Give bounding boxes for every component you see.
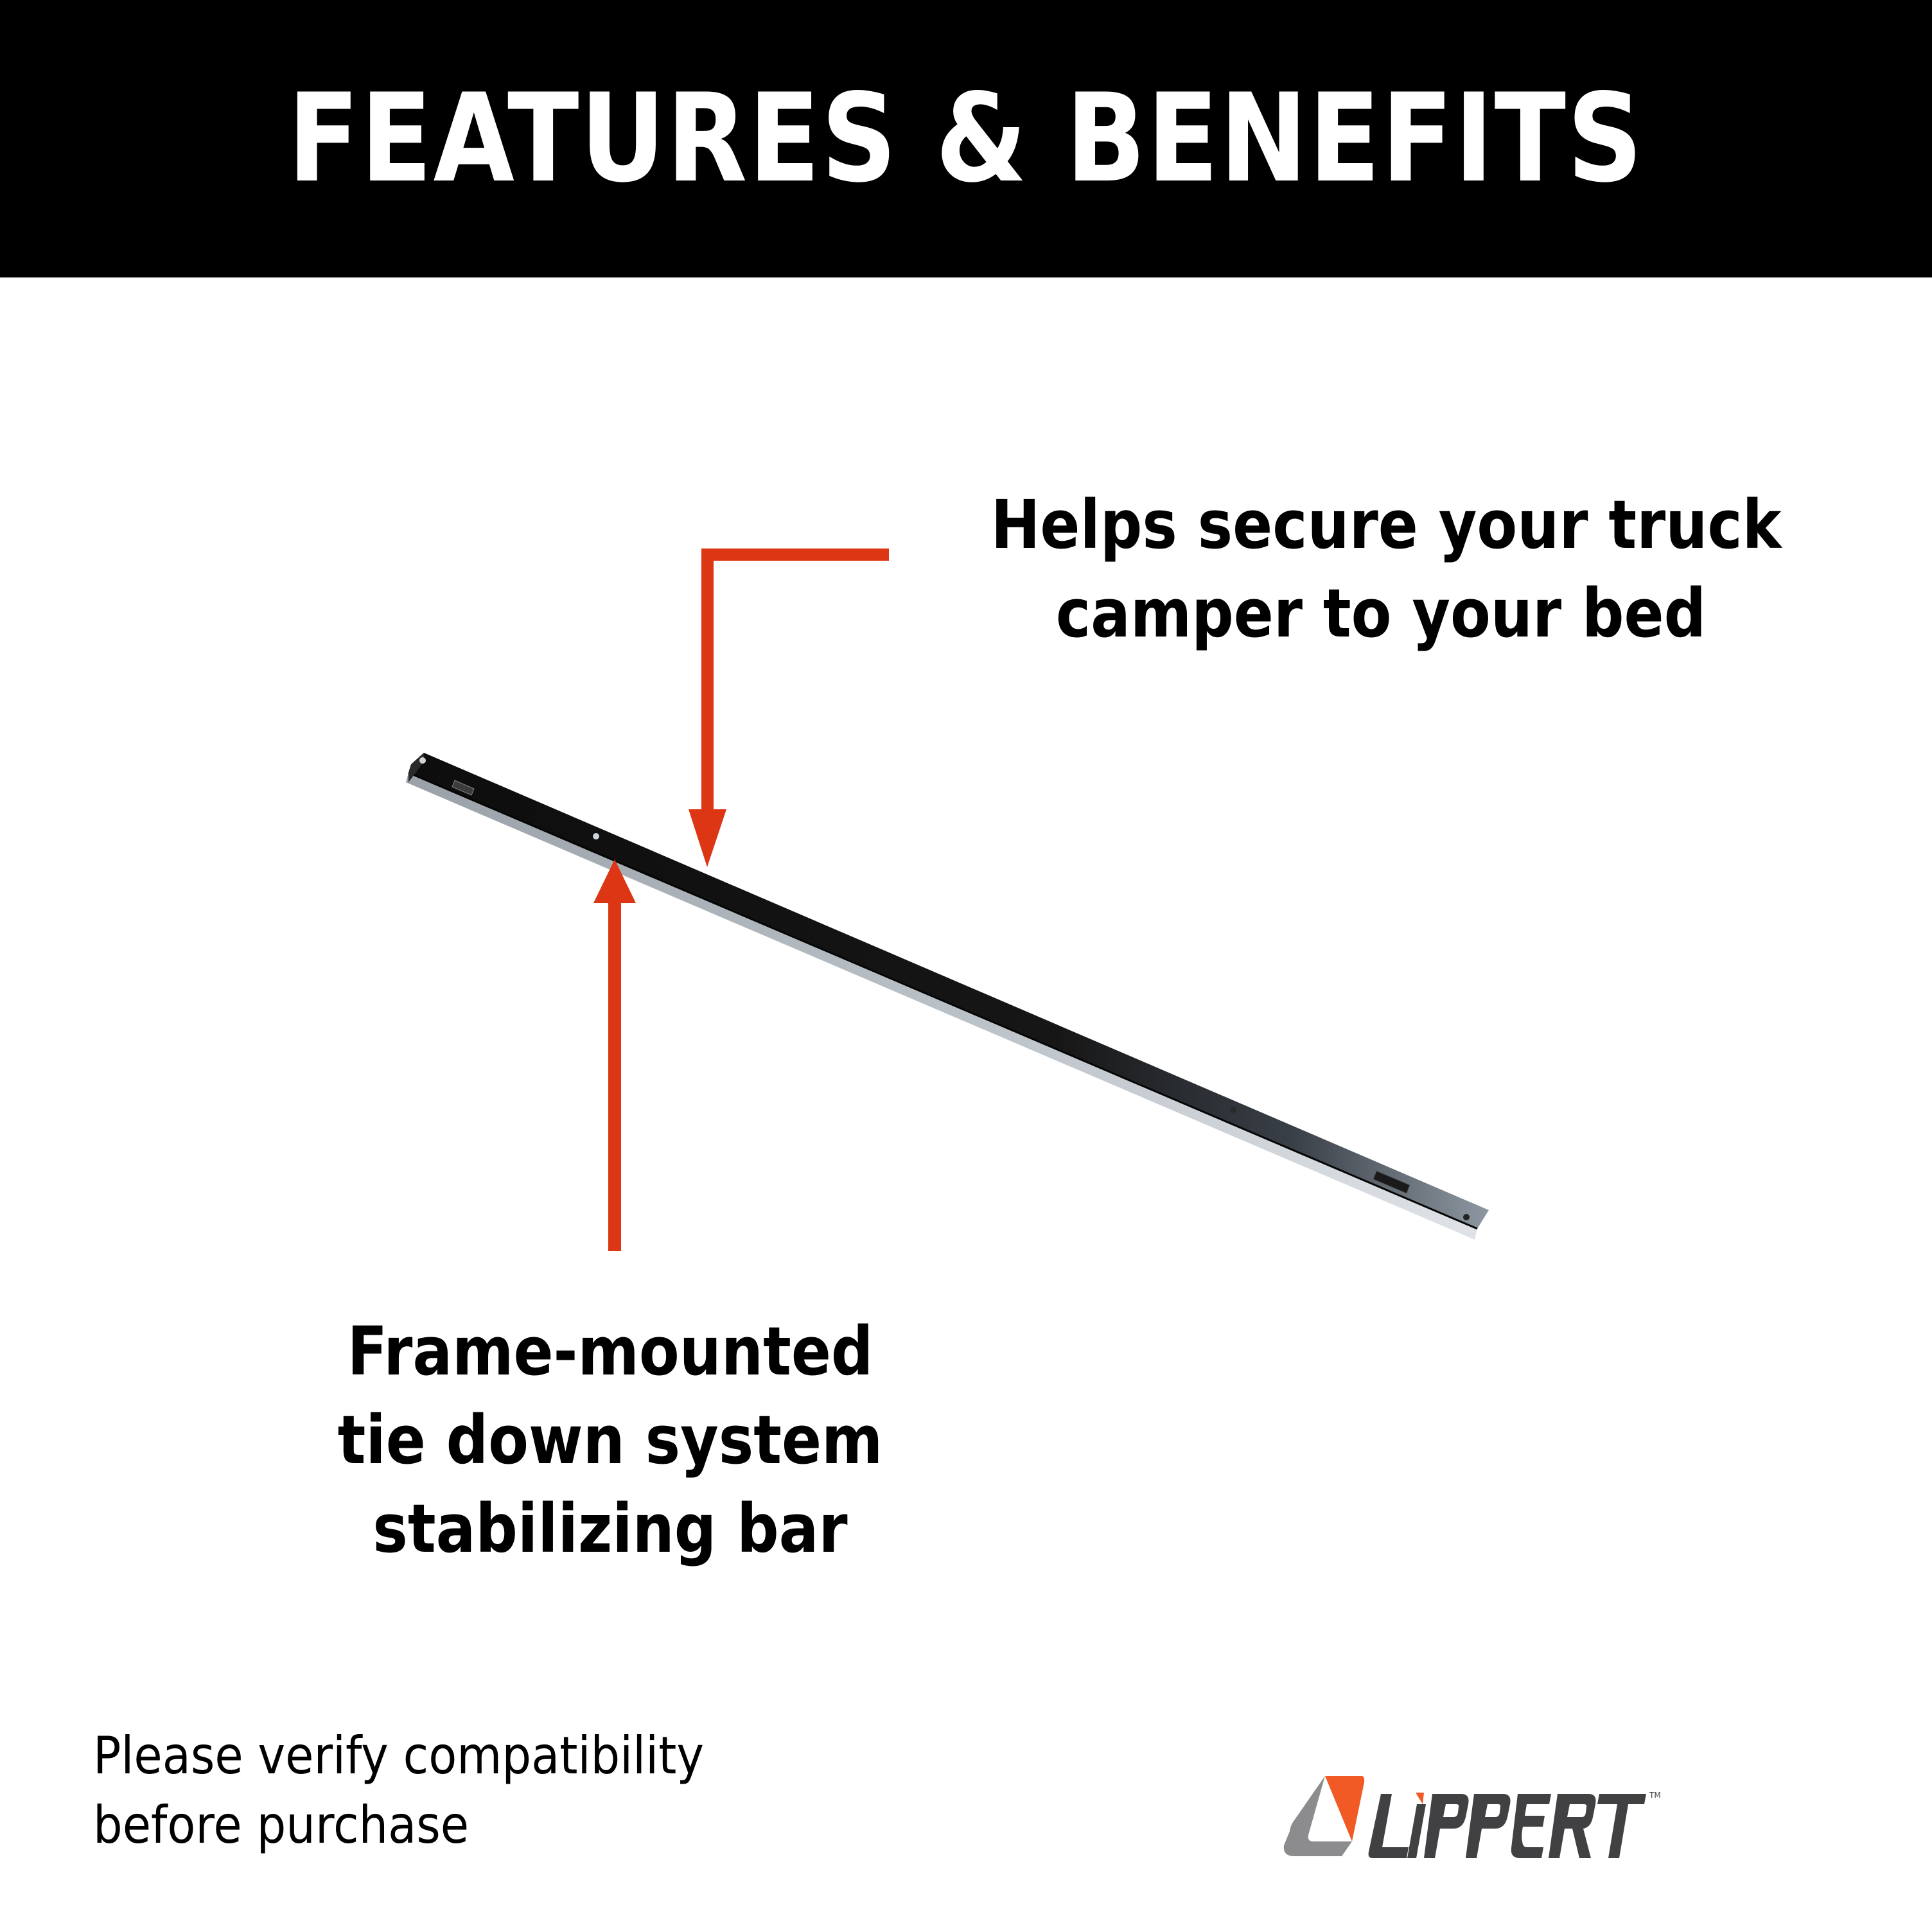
lippert-wordmark: TM: [1368, 1791, 1661, 1858]
callout-line: Frame-mounted: [347, 1312, 874, 1391]
arrow-down-icon: [689, 549, 889, 867]
callout-frame-mounted: Frame-mounted tie down system stabilizin…: [283, 1307, 938, 1573]
callout-secure-camper: Helps secure your truck camper to your b…: [938, 480, 1824, 658]
page-title: FEATURES & BENEFITS: [288, 67, 1644, 209]
disclaimer-line: Please verify compatibility: [93, 1726, 705, 1786]
arrow-up-icon: [593, 859, 636, 1251]
callout-line: tie down system: [337, 1401, 883, 1479]
header-banner: FEATURES & BENEFITS: [0, 0, 1932, 277]
lippert-logo: TM: [1283, 1776, 1661, 1858]
lippert-mark-icon: [1283, 1776, 1365, 1856]
trademark-symbol: TM: [1649, 1791, 1661, 1800]
disclaimer-line: before purchase: [93, 1795, 470, 1855]
callout-line: stabilizing bar: [373, 1489, 848, 1568]
compatibility-disclaimer: Please verify compatibility before purch…: [93, 1721, 772, 1860]
stabilizing-bar: [406, 753, 1489, 1240]
callout-line: camper to your bed: [1055, 574, 1707, 653]
callout-line: Helps secure your truck: [990, 486, 1782, 564]
